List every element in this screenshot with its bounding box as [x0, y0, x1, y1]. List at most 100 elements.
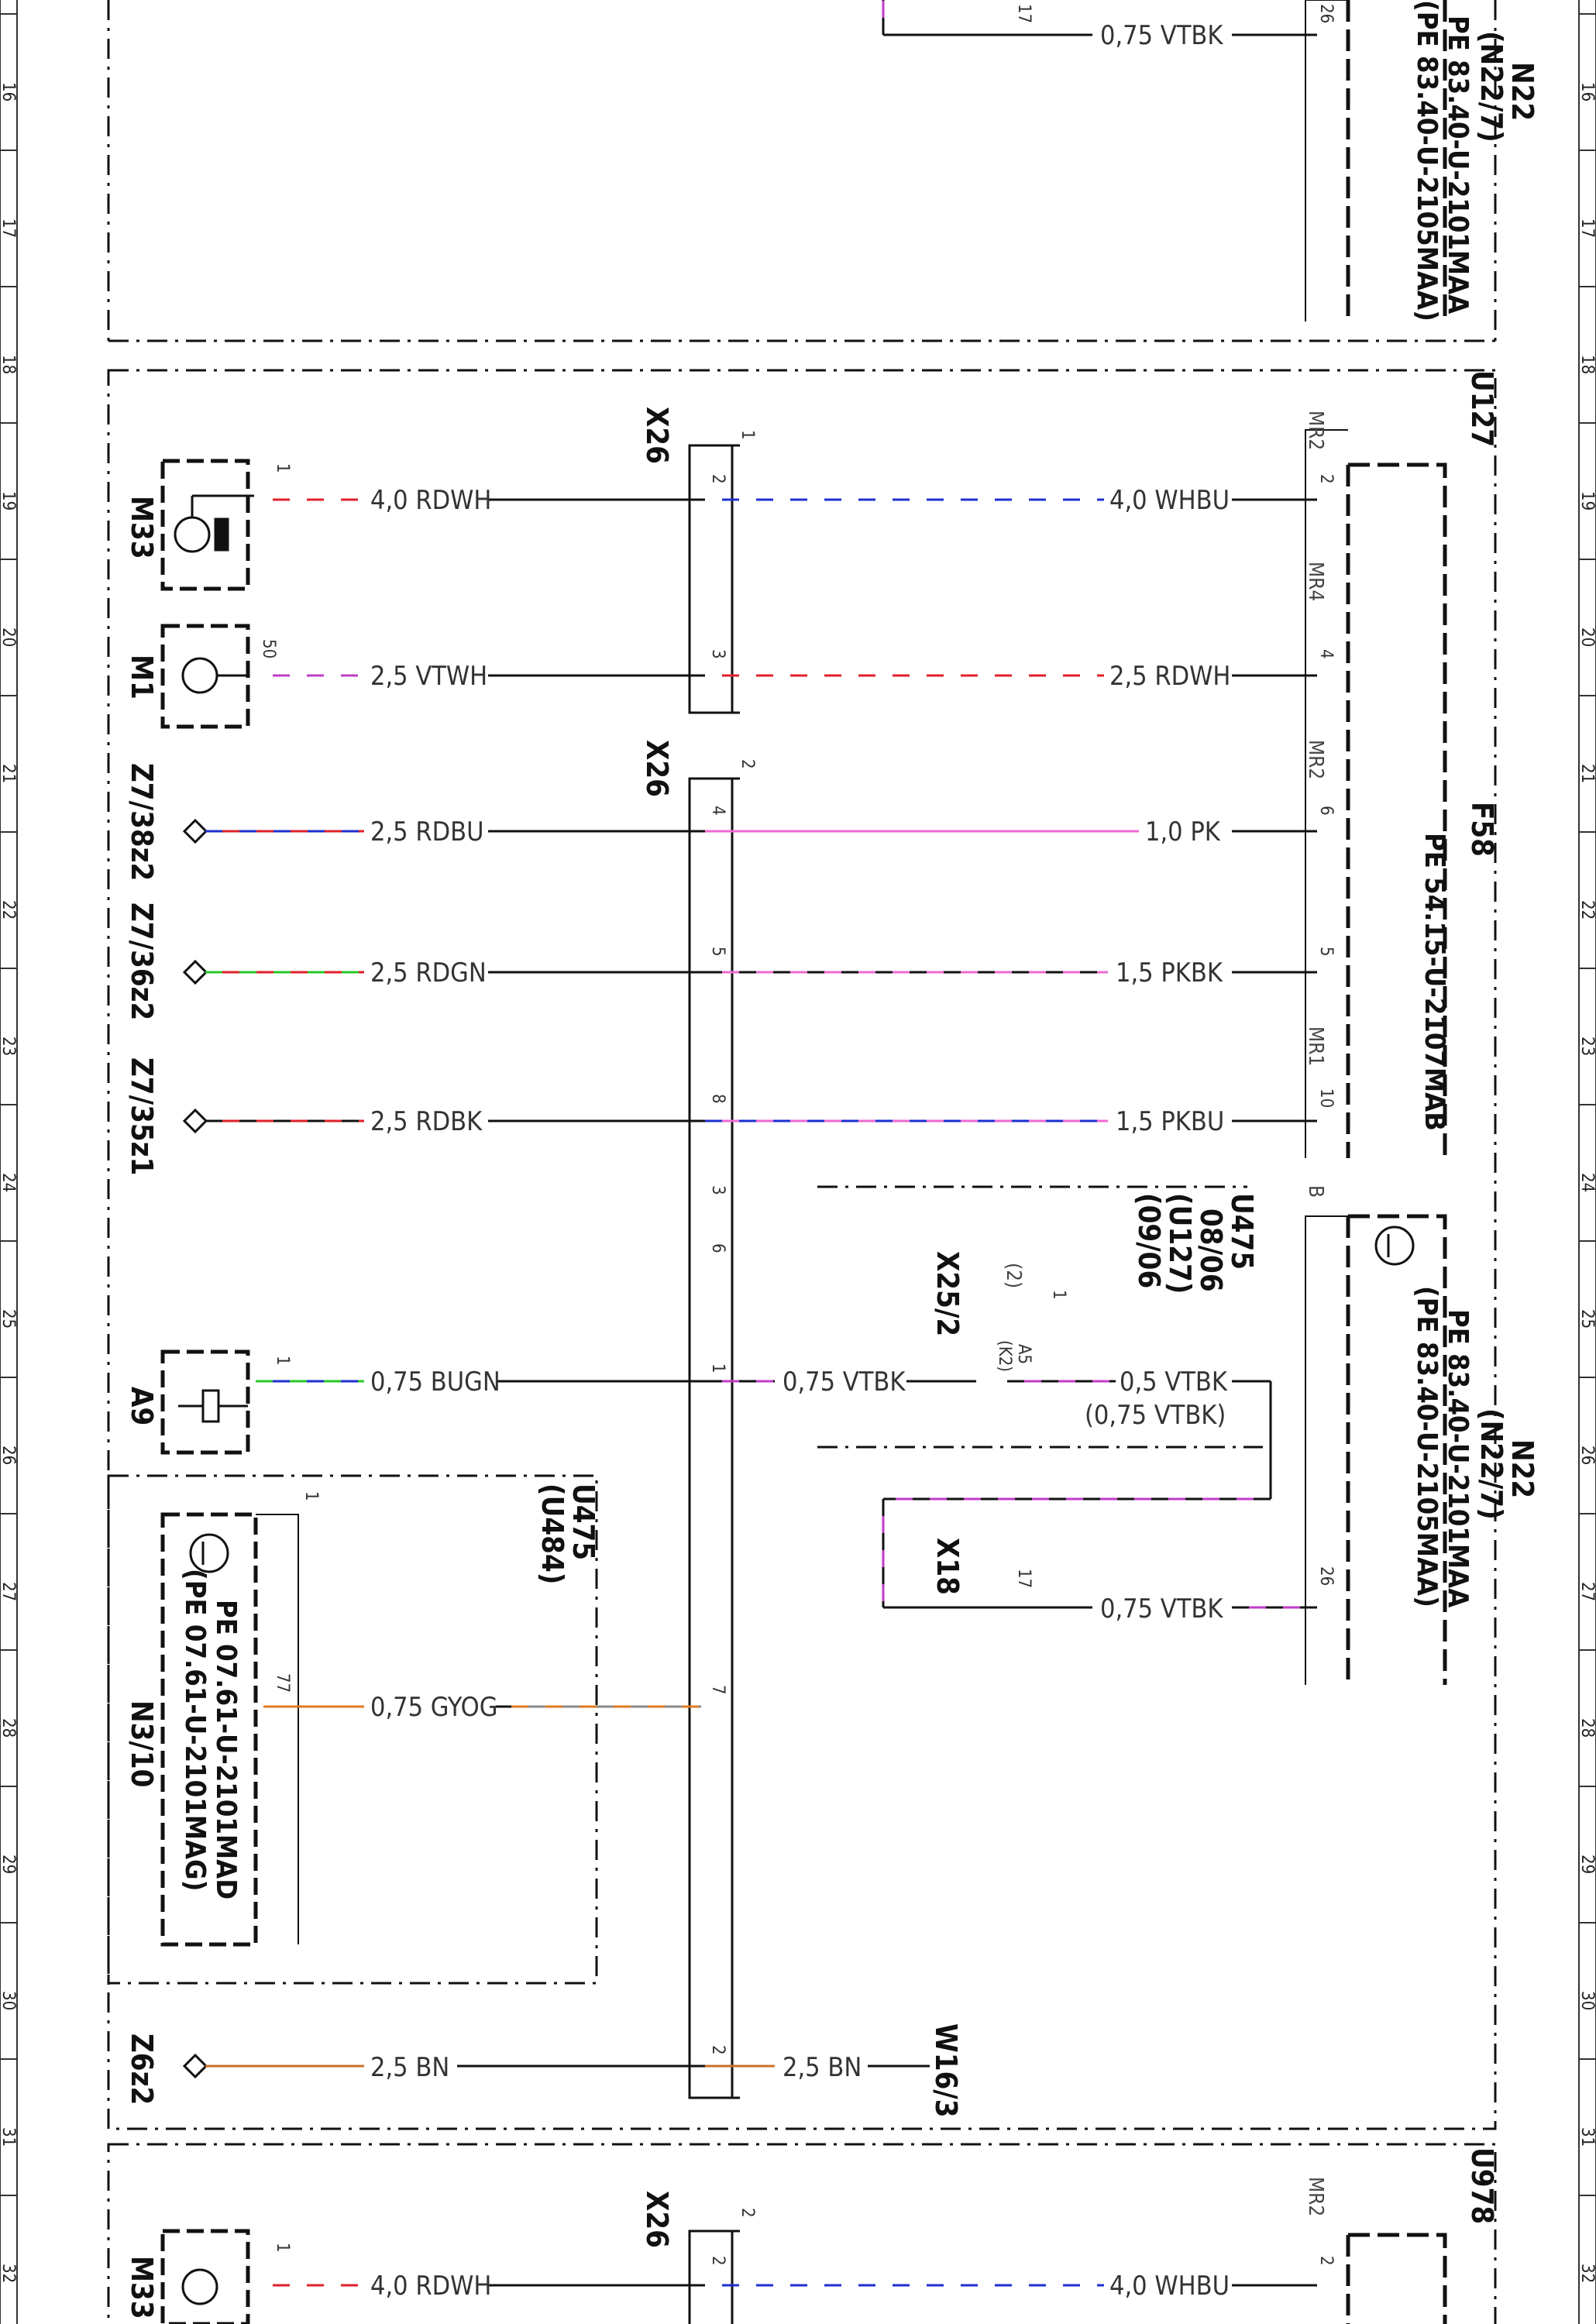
label-u127: U127 — [1465, 370, 1499, 447]
pin-bottom-1: 1 — [273, 2243, 292, 2253]
label-n22-top-pe2: (PE 83.40-U-2105MAA) — [1411, 0, 1443, 321]
label-u978: U978 — [1465, 2147, 1499, 2224]
pin-m33-1: 1 — [273, 463, 292, 473]
label-z7-36z2: Z7/36z2 — [125, 902, 159, 1020]
label-n22-mid-pe1: PE 83.40-U-2101MAA — [1442, 1309, 1474, 1607]
n22-bottom-box — [1348, 2233, 1447, 2324]
wire-label-z6-left: 2,5 BN — [370, 2052, 449, 2083]
grid-row-number: 16 — [0, 82, 18, 101]
label-x25-2-pin: 1 — [1049, 1290, 1068, 1300]
pin-f-10: 10 — [1316, 1088, 1336, 1108]
label-n22-top-alt: (N22/7) — [1474, 31, 1508, 143]
grid-row-number: 20 — [0, 627, 18, 647]
grid-row-number: 24 — [1577, 1173, 1596, 1192]
n3-10-box — [160, 1512, 258, 1947]
label-b: B — [1304, 1185, 1327, 1198]
pin-x26-2: 2 — [708, 474, 727, 484]
label-m1: M1 — [125, 655, 159, 700]
frame-u127 — [107, 369, 1497, 2130]
wire-label-x18-vtbk: 0,75 VTBK — [1100, 1593, 1223, 1624]
label-x26-b: X26 — [640, 740, 674, 797]
label-m33-bottom: M33 — [125, 2256, 159, 2319]
grid-row-number: 16 — [1577, 82, 1596, 101]
n3-10-bracket — [256, 1514, 299, 1944]
grid-row-number: 20 — [1577, 627, 1596, 647]
label-mr2-b: MR2 — [1304, 740, 1327, 779]
frame-u475-u484 — [107, 1474, 598, 1985]
label-n22-top-pe1: PE 83.40-U-2101MAA — [1442, 15, 1474, 314]
f58-bracket — [1305, 429, 1348, 1158]
pin-n22-top-26: 26 — [1316, 4, 1336, 23]
pin-x26-5: 5 — [708, 947, 727, 957]
wire-label-z736-right: 1,5 PKBK — [1116, 957, 1223, 988]
label-u475: U475 — [566, 1483, 600, 1560]
label-n3-10-pe1: PE 07.61-U-2101MAD — [210, 1600, 242, 1899]
x26-connector-strip-c — [688, 2229, 740, 2324]
pin-f-4: 4 — [1316, 649, 1336, 659]
label-n3-10-pe2: (PE 07.61-U-2101MAG) — [179, 1569, 211, 1891]
wire-label-a9-right: 0,5 VTBK — [1120, 1367, 1228, 1397]
wire-label-a9-right-alt: (0,75 VTBK) — [1085, 1400, 1226, 1431]
pin-x25-k2: (K2) — [995, 1340, 1014, 1372]
grid-row-number: 29 — [0, 1855, 18, 1874]
grid-row-number: 26 — [1577, 1446, 1596, 1465]
grid-row-number: 18 — [0, 355, 18, 374]
grid-row-number: 19 — [1577, 491, 1596, 511]
grid-row-number: 21 — [1577, 764, 1596, 783]
grid-row-number: 18 — [1577, 355, 1596, 374]
label-u475-note-c: (U127) — [1163, 1193, 1197, 1294]
label-u475-note-b: 08/06 — [1194, 1208, 1228, 1292]
grid-row-number: 17 — [1577, 218, 1596, 238]
label-n22-mid-alt: (N22/7) — [1474, 1408, 1508, 1520]
pin-m1-50: 50 — [259, 639, 278, 658]
label-x25-2: X25/2 — [930, 1251, 965, 1336]
m33-bottom-motor-symbol — [181, 2268, 218, 2305]
wire-label-a9-mid: 0,75 VTBK — [783, 1367, 906, 1397]
m33-box — [160, 459, 250, 591]
grid-row-number: 30 — [0, 1991, 18, 2010]
pin-x26-3b: 3 — [708, 1185, 727, 1195]
wire-label-bottom-right: 4,0 WHBU — [1109, 2271, 1230, 2302]
pin-f-5: 5 — [1316, 947, 1336, 957]
pin-x26-1: 1 — [708, 1363, 727, 1373]
m1-motor-symbol — [181, 657, 248, 694]
label-mr2-a: MR2 — [1304, 411, 1327, 450]
pin-bottom-2r: 2 — [1316, 2256, 1336, 2266]
label-w16-3: W16/3 — [929, 2023, 963, 2118]
grid-row-number: 22 — [0, 900, 18, 920]
grid-row-number: 21 — [0, 764, 18, 783]
label-x26-a: X26 — [640, 407, 674, 464]
grid-row-number: 28 — [1577, 1718, 1596, 1738]
wire-label-z736-left: 2,5 RDGN — [370, 957, 487, 988]
wire-label-a9-left: 0,75 BUGN — [370, 1367, 500, 1397]
grid-row-number: 29 — [1577, 1855, 1596, 1874]
a9-box — [160, 1349, 250, 1455]
wire-label-m33-left: 4,0 RDWH — [370, 485, 491, 516]
label-z7-35z1: Z7/35z1 — [125, 1057, 159, 1175]
pin-x18-17: 17 — [1014, 1569, 1034, 1588]
label-n22-mid-pe2: (PE 83.40-U-2105MAA) — [1411, 1286, 1443, 1607]
pin-x26-6: 6 — [708, 1243, 727, 1253]
frame-u978 — [107, 2143, 1497, 2324]
label-mr2-c: MR2 — [1304, 2177, 1327, 2216]
label-n3-10: N3/10 — [125, 1700, 159, 1787]
wire-label-m1-left: 2,5 VTWH — [370, 661, 487, 692]
wire-label-n310-gyog: 0,75 GYOG — [370, 1692, 497, 1723]
pin-x26-8: 8 — [708, 1094, 727, 1104]
left-grid-ruler — [0, 0, 18, 2324]
label-n22-mid: N22 — [1505, 1439, 1539, 1498]
label-m33: M33 — [125, 496, 159, 559]
wires-layer — [205, 0, 1317, 2287]
pin-f-2: 2 — [1316, 474, 1336, 484]
label-x18: X18 — [930, 1538, 965, 1595]
label-z6z2: Z6z2 — [125, 2033, 159, 2105]
pin-x26-4: 4 — [708, 806, 727, 816]
right-grid-ruler — [1578, 0, 1596, 2324]
grid-row-number: 24 — [0, 1173, 18, 1192]
grid-row-number: 25 — [1577, 1309, 1596, 1329]
label-u484: (U484) — [535, 1483, 569, 1584]
a9-relay-symbol — [178, 1389, 248, 1423]
wire-label-z6-right: 2,5 BN — [783, 2052, 862, 2083]
grid-row-number: 32 — [1577, 2264, 1596, 2283]
label-f58-pe: PE 54.15-U-2107MAB — [1419, 833, 1450, 1131]
